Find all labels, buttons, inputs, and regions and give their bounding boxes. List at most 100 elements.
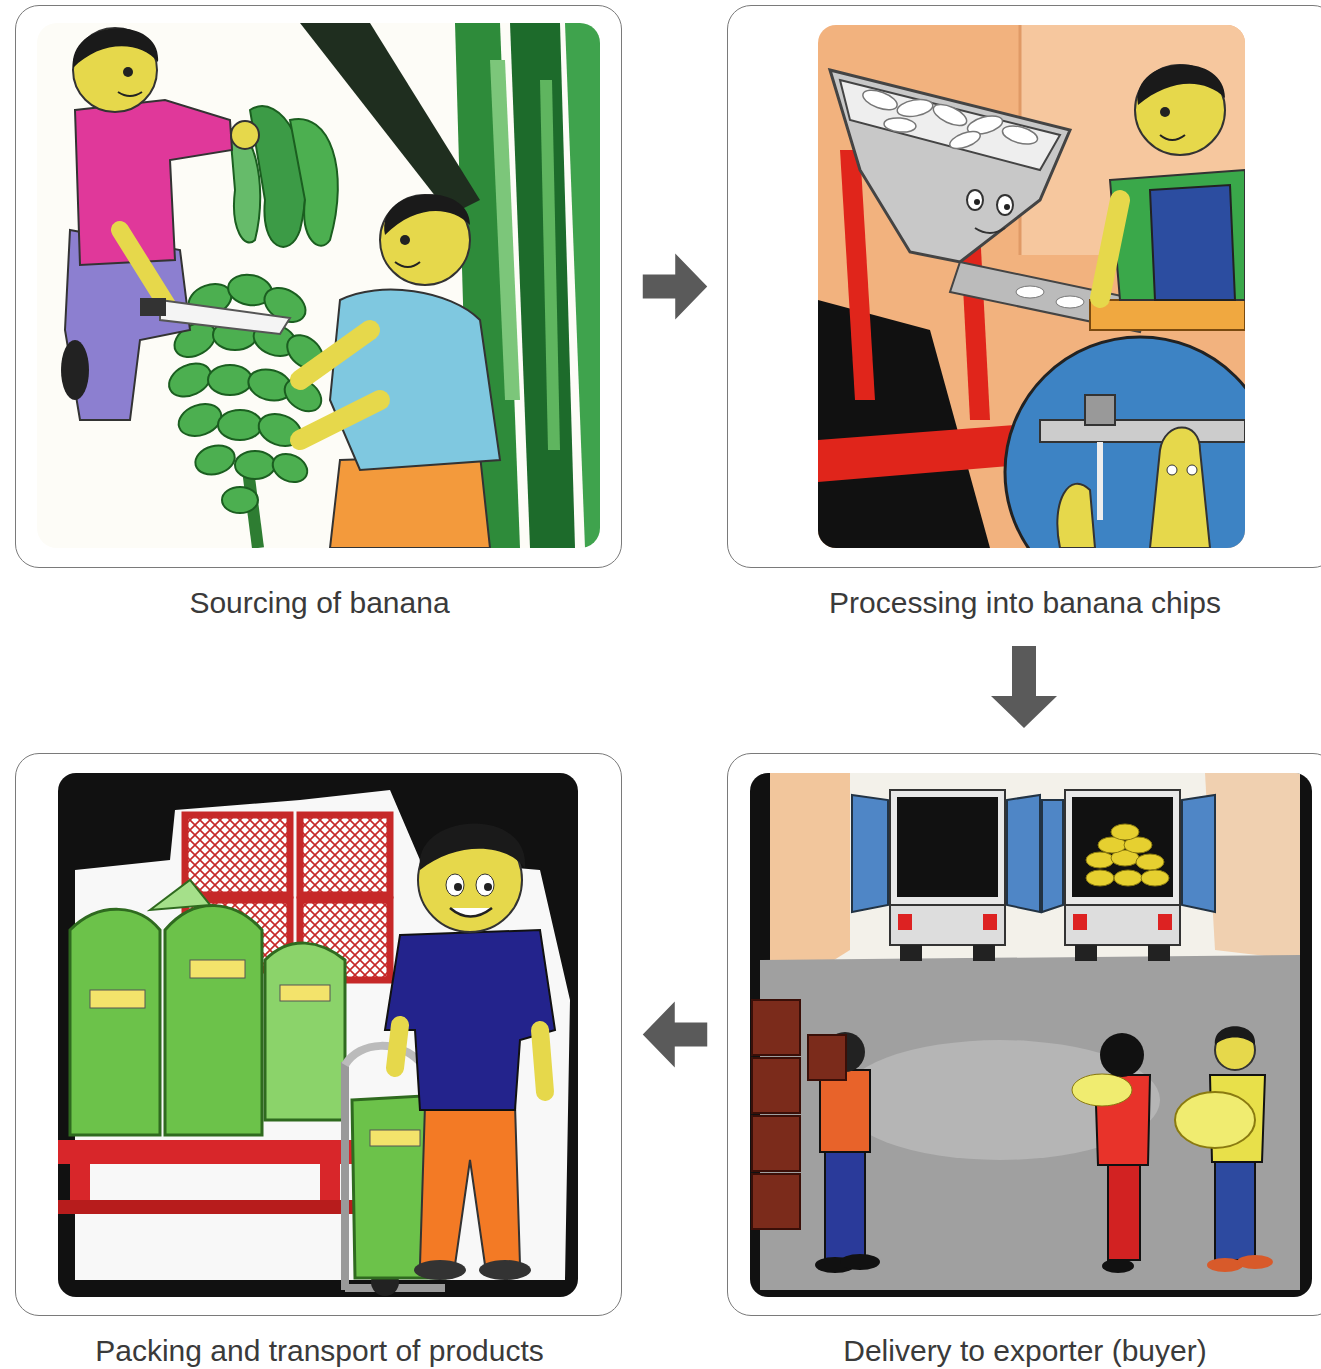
banana-harvest-illustration [565,23,600,548]
banana-harvest-illustration [268,449,312,488]
packing-illustration [300,815,390,895]
delivery-illustration [1086,852,1114,868]
banana-harvest-illustration [208,365,252,395]
process-panel: Packing and transport of products [15,753,622,1316]
chip-processing-illustration [896,97,934,119]
delivery-illustration [1205,773,1300,960]
flow-arrow [991,646,1057,728]
delivery-illustration [973,945,995,961]
banana-harvest-illustration [395,262,420,267]
banana-harvest-illustration [330,455,490,548]
delivery-illustration [1207,1258,1243,1272]
banana-harvest-illustration [75,100,232,265]
banana-harvest-illustration [380,195,470,285]
packing-illustration [454,883,462,891]
banana-harvest-illustration [37,23,600,548]
delivery-illustration [840,1254,880,1270]
process-panel: Delivery to exporter (buyer) [727,753,1321,1316]
packing-illustration [345,1046,420,1065]
process-panel: Sourcing of banana [15,5,622,568]
delivery-illustration [752,1000,800,1055]
banana-harvest-illustration [123,67,133,77]
delivery-illustration [897,797,998,897]
flow-arrow [643,254,707,320]
delivery-illustration [1182,795,1215,912]
delivery-illustration [1042,800,1063,912]
chip-processing-illustration [818,25,1245,548]
packing-illustration [420,824,526,870]
delivery-illustration [1072,797,1173,897]
delivery-illustration [750,773,1312,1297]
delivery-illustration [890,905,1005,945]
delivery-illustration [820,1070,870,1152]
banana-harvest-illustration [540,80,560,450]
packing-illustration [479,1260,531,1280]
chip-processing-illustration [883,117,916,134]
chip-processing-illustration [860,86,899,113]
packing-illustration [58,773,578,1297]
chip-processing-illustration [1085,395,1115,425]
delivery-illustration [760,955,1300,1290]
delivery-illustration [1114,870,1142,886]
delivery-illustration [1237,1255,1273,1269]
packing-illustration [414,1260,466,1280]
chip-processing-illustration [1016,286,1044,298]
delivery-illustration [898,914,912,930]
delivery-illustration [1065,905,1180,945]
delivery-illustration [1065,790,1180,905]
banana-harvest-illustration [192,441,238,478]
chip-processing-illustration [997,195,1013,215]
packing-illustration [280,985,330,1001]
packing-illustration [58,773,578,1297]
delivery-illustration [1086,870,1114,886]
packing-illustration [420,1105,520,1265]
banana-harvest-illustration [160,300,290,334]
banana-harvest-illustration [330,290,500,470]
delivery-illustration [752,1058,800,1113]
delivery-illustration [752,1174,800,1229]
banana-harvest-illustration [73,28,158,68]
chip-processing-illustration [974,199,980,205]
delivery-illustration [750,773,1312,1297]
delivery-illustration [1072,1074,1132,1106]
chip-processing-illustration [1160,135,1185,140]
process-panel: Processing into banana chips [727,5,1321,568]
chip-processing-illustration [1110,170,1245,300]
delivery-illustration [1075,945,1097,961]
banana-harvest-illustration [510,23,575,548]
delivery-illustration [1073,914,1087,930]
banana-harvest-illustration [384,194,470,235]
packing-illustration [70,909,160,1135]
delivery-illustration [1215,1026,1255,1045]
chip-processing-illustration [1001,123,1040,148]
chip-processing-illustration [1057,484,1095,548]
packing-illustration [450,908,492,917]
banana-harvest-illustration [218,410,262,440]
chip-processing-illustration [1150,185,1235,300]
packing-illustration [370,1130,420,1146]
chip-processing-illustration [930,100,969,130]
packing-illustration [265,943,345,1120]
chip-processing-illustration [1100,200,1120,298]
chip-processing-illustration [1005,337,1245,548]
banana-harvest-illustration [400,235,410,245]
chip-processing-illustration [948,128,983,152]
packing-illustration [70,1164,90,1204]
packing-illustration [58,1140,358,1164]
chip-processing-illustration [1138,65,1225,105]
chip-processing-illustration [830,70,1070,262]
delivery-illustration [1136,854,1164,870]
chip-processing-illustration [860,86,1039,152]
delivery-illustration [890,790,1005,905]
chip-processing-illustration [840,80,1060,170]
packing-illustration [190,960,245,978]
banana-harvest-illustration [140,298,166,316]
banana-harvest-illustration [174,398,226,441]
delivery-illustration [1007,795,1040,912]
banana-harvest-illustration [37,23,600,548]
chip-processing-illustration [1040,420,1245,442]
chip-processing-illustration [1004,204,1010,210]
delivery-illustration [1086,824,1169,886]
banana-harvest-illustration [222,487,258,513]
